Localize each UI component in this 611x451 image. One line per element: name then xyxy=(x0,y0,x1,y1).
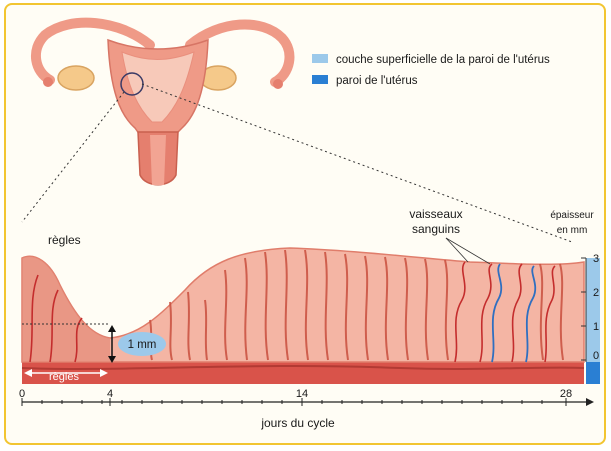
vessels-label-line2: sanguins xyxy=(412,222,460,236)
thickness-min-label: 1 mm xyxy=(128,339,157,351)
axis-tick-label-4: 4 xyxy=(107,388,113,400)
regles-label: règles xyxy=(48,233,81,247)
legend-swatch-superficial xyxy=(312,54,328,63)
scale-tick-0: 0 xyxy=(593,350,599,362)
scale-tick-1: 1 xyxy=(593,321,599,333)
scale-bar-wall xyxy=(586,362,600,384)
scale-title-line1: épaisseur xyxy=(550,210,594,221)
axis-title: jours du cycle xyxy=(260,416,335,430)
legend: couche superficielle de la paroi de l'ut… xyxy=(312,54,550,87)
scale-tick-3: 3 xyxy=(593,253,599,265)
axis-tick-label-28: 28 xyxy=(560,388,572,400)
uterus-illustration xyxy=(36,23,290,185)
axis-tick-label-0: 0 xyxy=(19,388,25,400)
scale-tick-2: 2 xyxy=(593,287,599,299)
vessels-label-line1: vaisseaux xyxy=(409,207,462,221)
zoom-line-right xyxy=(142,84,572,242)
scale-bar-superficial xyxy=(586,258,600,362)
endometrium-section: 1 mm règles xyxy=(22,248,584,384)
legend-label-wall: paroi de l'utérus xyxy=(336,75,418,87)
regles-arrow-label: règles xyxy=(49,371,79,383)
scale-title-line2: en mm xyxy=(557,225,588,236)
axis-arrowhead xyxy=(586,398,594,406)
axis-tick-label-14: 14 xyxy=(296,388,308,400)
day-axis: 0 4 14 28 jours du cycle xyxy=(19,388,594,430)
legend-label-superficial: couche superficielle de la paroi de l'ut… xyxy=(336,54,550,66)
legend-swatch-wall xyxy=(312,75,328,84)
zoom-line-left xyxy=(22,92,124,222)
ovary-left xyxy=(58,66,94,90)
